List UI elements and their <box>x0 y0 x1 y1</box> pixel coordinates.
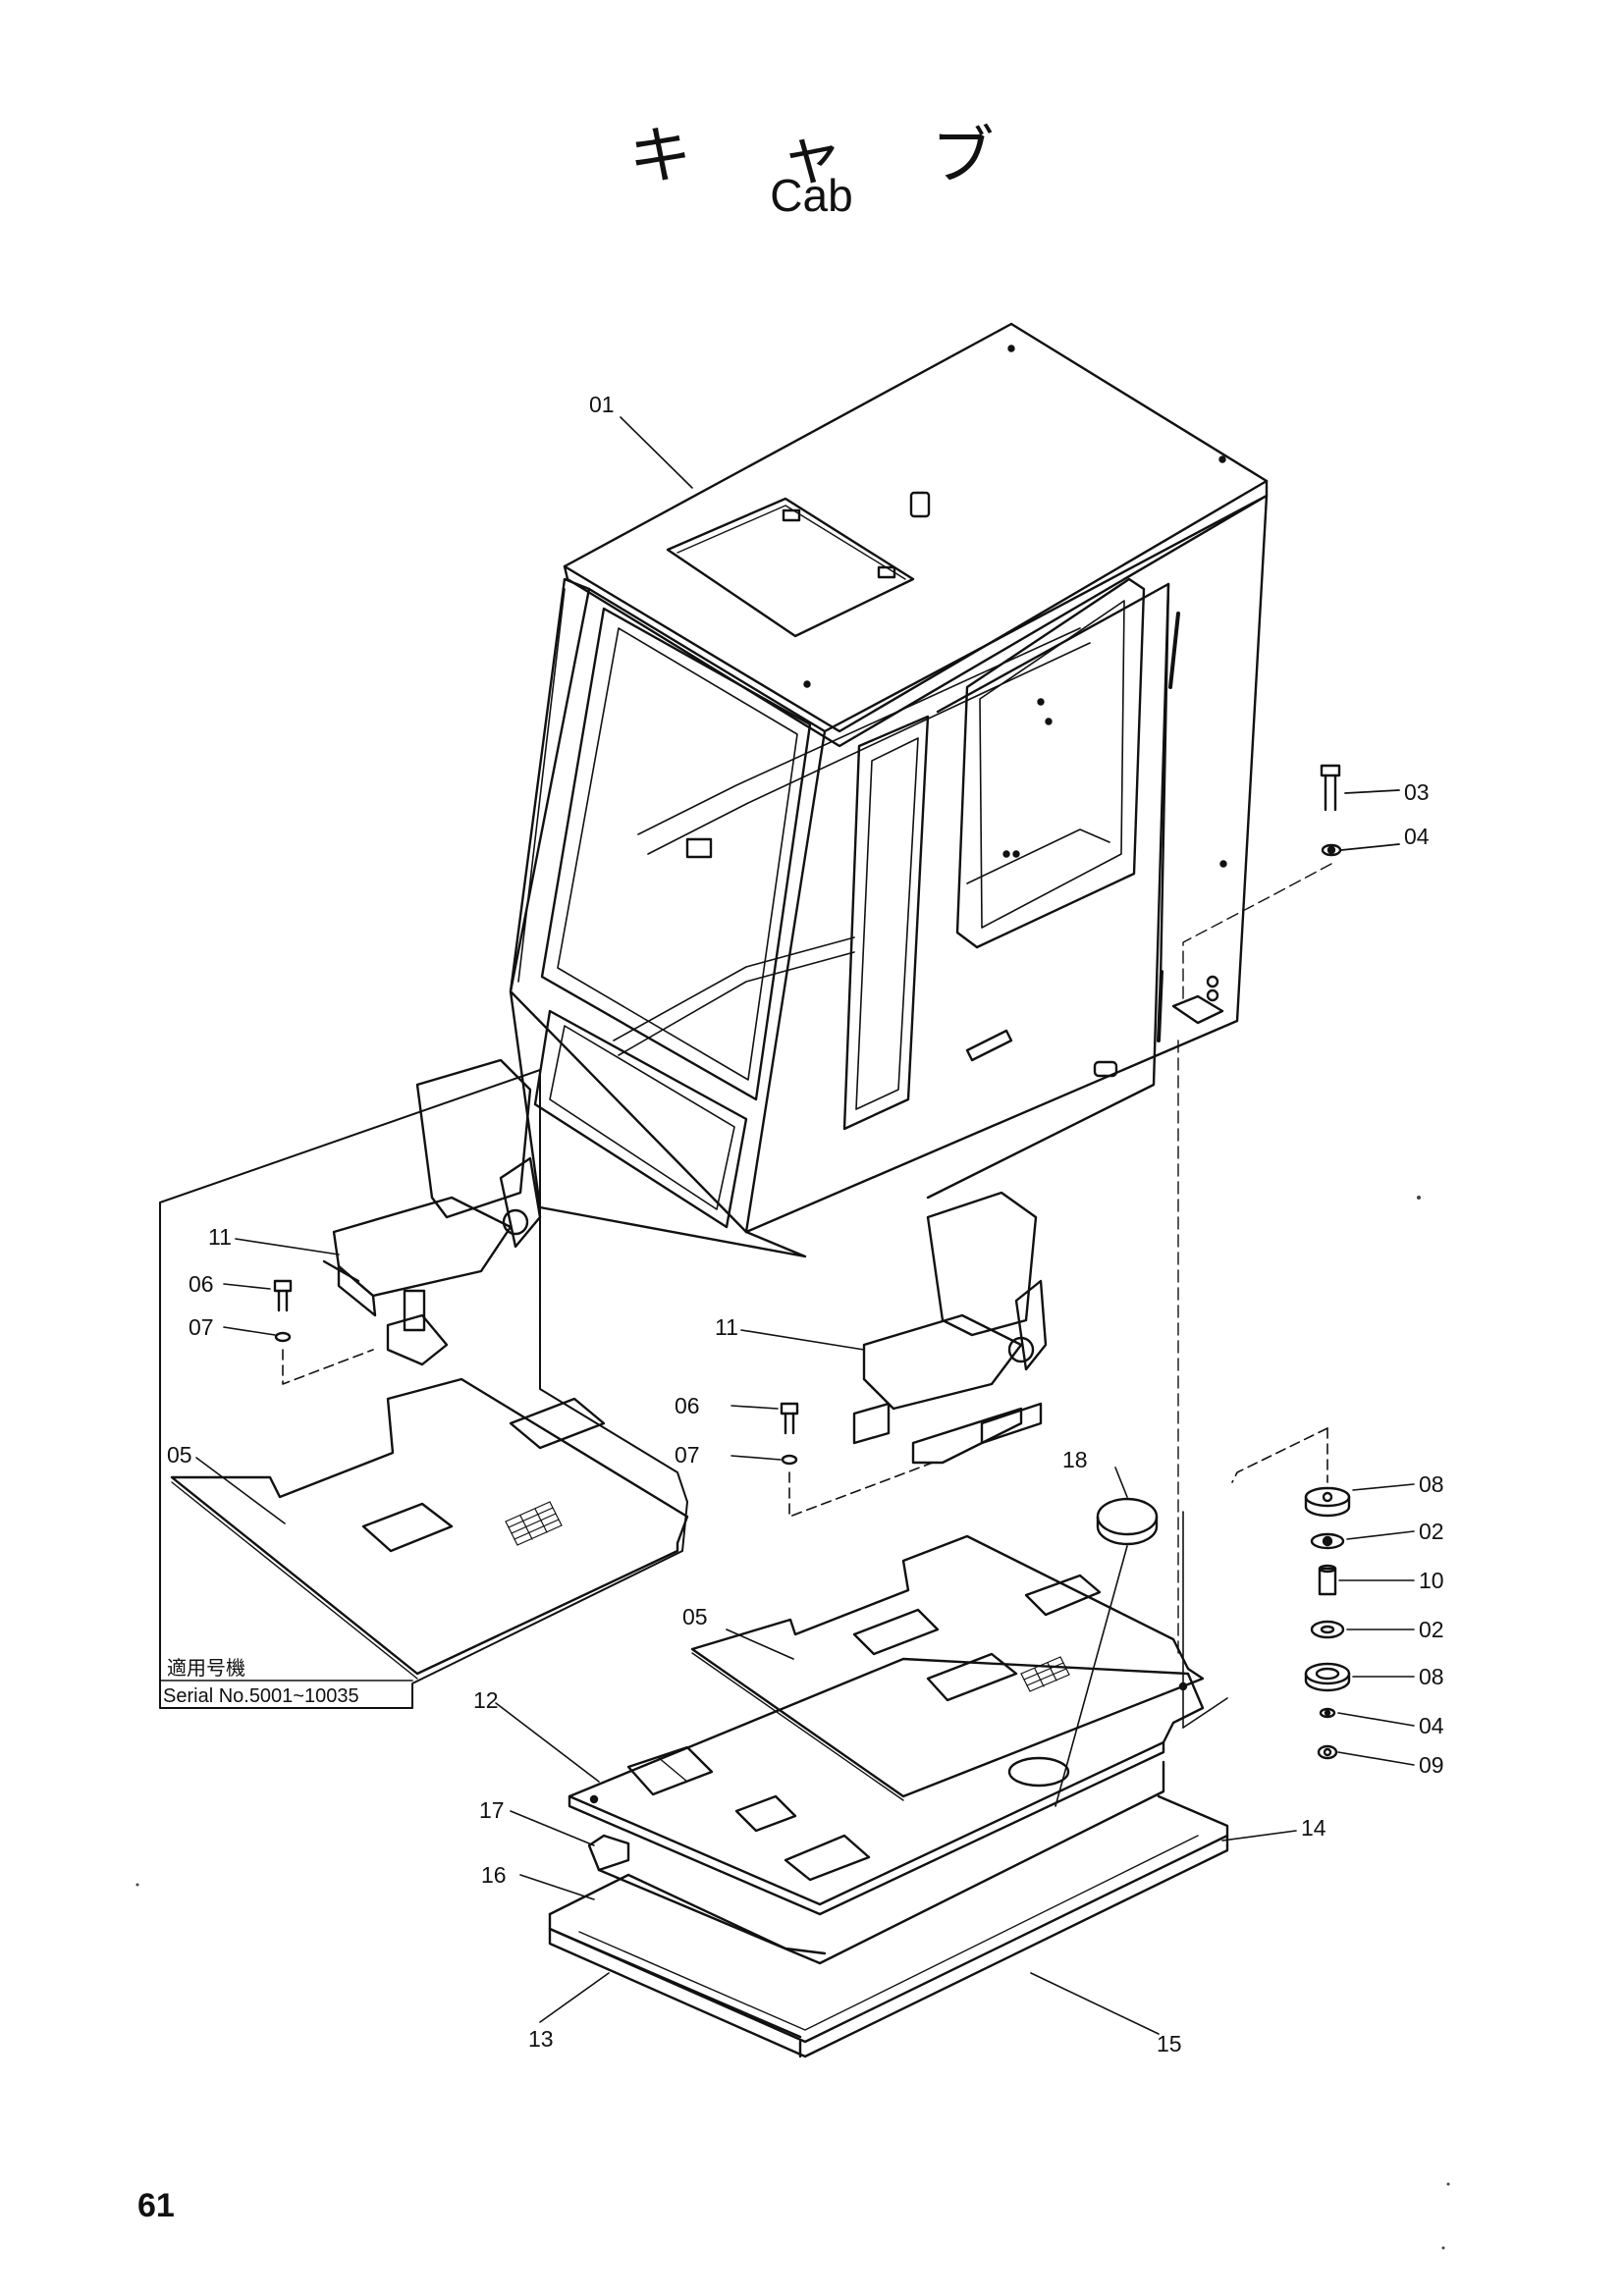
callout-08-top: 08 <box>1419 1471 1444 1497</box>
callout-02-bottom: 02 <box>1419 1617 1444 1642</box>
floor-mat-05 <box>690 1534 1205 1801</box>
title-japanese: キャブ <box>628 121 1083 193</box>
callout-02-top: 02 <box>1419 1519 1444 1544</box>
callout-16: 16 <box>481 1862 507 1888</box>
callout-15: 15 <box>1157 2031 1182 2056</box>
left-seat-assembly <box>159 1058 689 1709</box>
callout-05-left: 05 <box>167 1442 192 1468</box>
mount-stack-08-02-10-04-09 <box>1177 863 1351 1760</box>
cab-assembly <box>509 322 1269 1258</box>
floor-layers <box>548 1760 1229 2058</box>
callout-06-right: 06 <box>675 1393 700 1418</box>
callout-12: 12 <box>473 1687 499 1713</box>
callout-04-top: 04 <box>1404 824 1430 849</box>
callout-03: 03 <box>1404 779 1430 805</box>
callout-11-right: 11 <box>715 1314 738 1340</box>
callout-labels: 01 03 04 11 06 07 05 11 06 07 18 08 02 1… <box>167 392 1444 2056</box>
right-seat-assembly <box>780 1191 1048 1518</box>
callout-01: 01 <box>589 392 615 417</box>
callout-17: 17 <box>479 1797 505 1823</box>
serial-box: 適用号機 Serial No.5001~10035 <box>159 1657 413 1707</box>
callout-07-left: 07 <box>189 1314 214 1340</box>
callout-09: 09 <box>1419 1752 1444 1778</box>
cap-18 <box>1055 1497 1159 1807</box>
callout-10: 10 <box>1419 1568 1444 1593</box>
callout-08-bottom: 08 <box>1419 1664 1444 1689</box>
title-english: Cab <box>770 170 853 221</box>
callout-06-left: 06 <box>189 1271 214 1297</box>
callout-14: 14 <box>1301 1815 1326 1841</box>
callout-05-right: 05 <box>682 1604 708 1629</box>
serial-number-text: Serial No.5001~10035 <box>163 1685 359 1707</box>
leader-lines <box>195 416 1415 2035</box>
serial-jp-label: 適用号機 <box>167 1657 245 1680</box>
callout-11-left: 11 <box>208 1224 232 1250</box>
scan-specks <box>135 1196 1450 2250</box>
callout-04-bottom: 04 <box>1419 1713 1444 1738</box>
floor-plate-12 <box>568 1657 1205 1916</box>
callout-13: 13 <box>528 2026 554 2052</box>
page-number: 61 <box>137 2187 175 2224</box>
bolt-and-washer-03-04 <box>1320 764 1400 857</box>
callout-07-right: 07 <box>675 1442 700 1468</box>
callout-18: 18 <box>1062 1447 1088 1472</box>
